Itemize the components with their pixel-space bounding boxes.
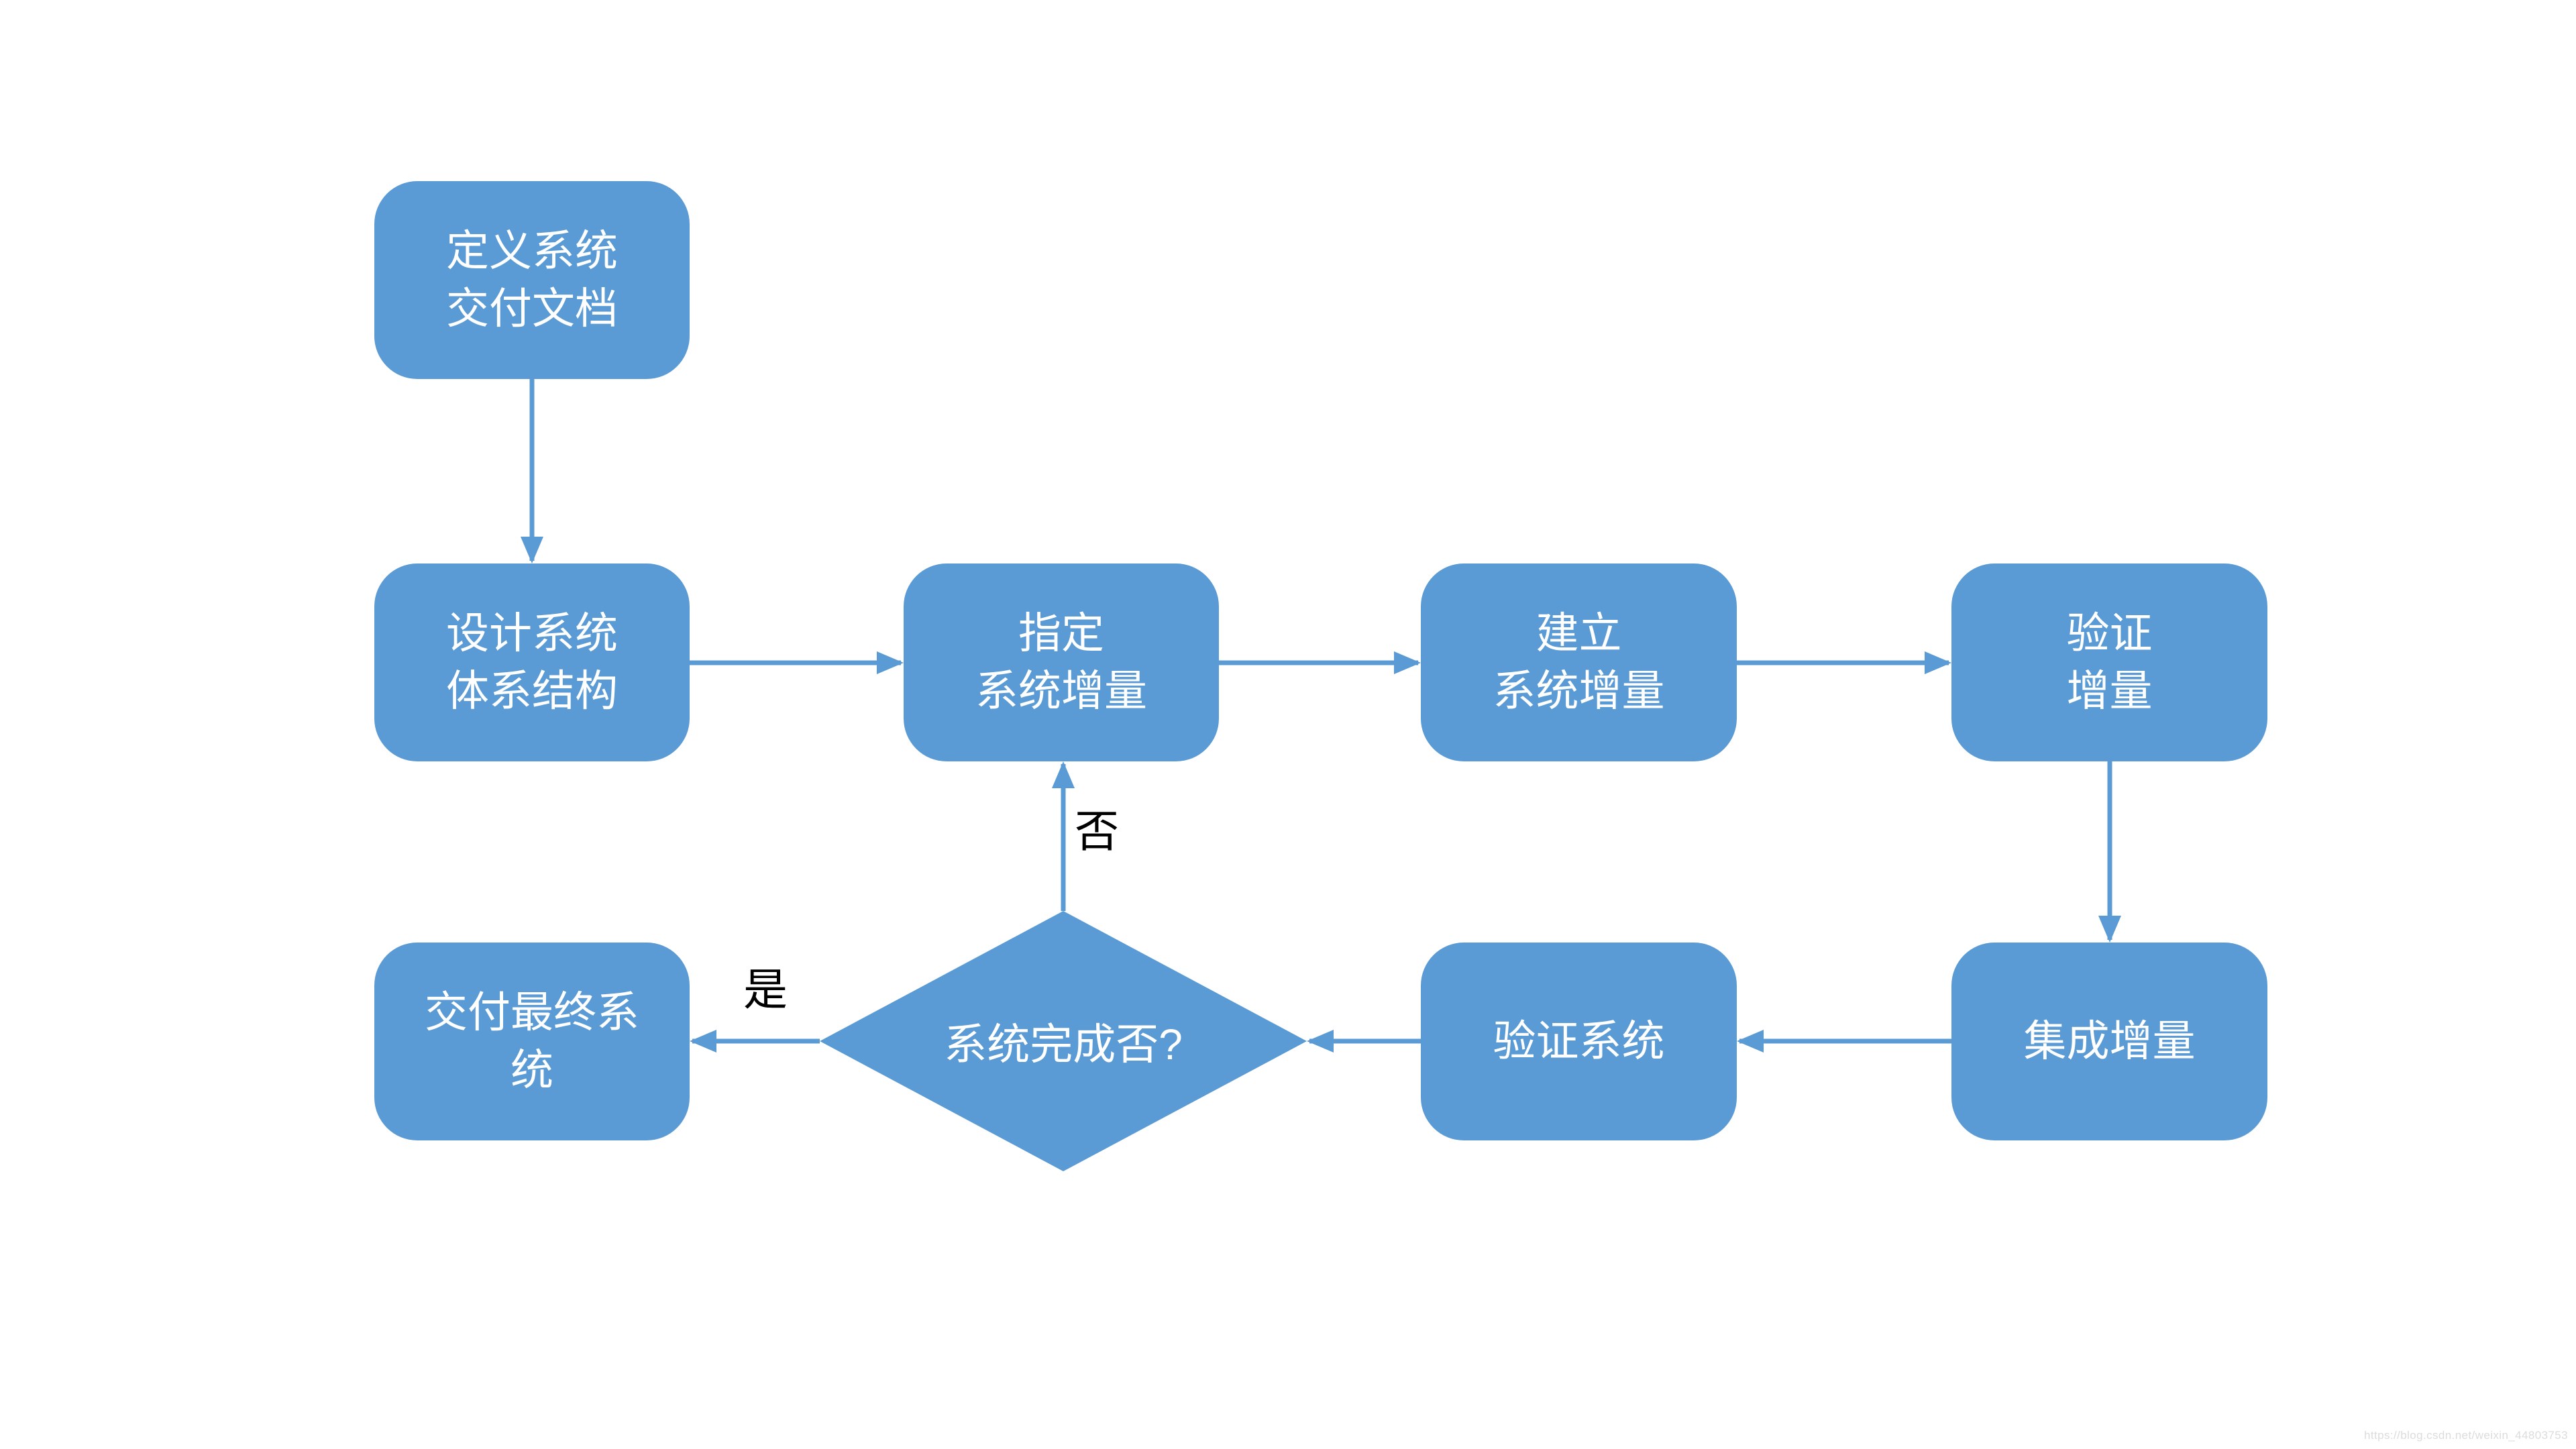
node-integrate-increment: 集成增量 bbox=[1951, 943, 2267, 1140]
node-build-increment: 建立 系统增量 bbox=[1421, 564, 1737, 761]
edge-label-no: 否 bbox=[1075, 806, 1119, 856]
node-specify-increment: 指定 系统增量 bbox=[904, 564, 1219, 761]
watermark-url: https://blog.csdn.net/weixin_44803753 bbox=[2363, 1429, 2568, 1442]
decision-diamond-shape bbox=[820, 911, 1307, 1171]
decision-label: 系统完成否? bbox=[944, 1020, 1183, 1069]
node-verify-increment: 验证 增量 bbox=[1951, 564, 2267, 761]
node-define-delivery-docs: 定义系统 交付文档 bbox=[374, 181, 690, 379]
node-design-architecture: 设计系统 体系结构 bbox=[374, 564, 690, 761]
node-deliver-final-system: 交付最终系 统 bbox=[374, 943, 690, 1140]
edge-label-yes: 是 bbox=[743, 965, 788, 1014]
node-verify-system: 验证系统 bbox=[1421, 943, 1737, 1140]
